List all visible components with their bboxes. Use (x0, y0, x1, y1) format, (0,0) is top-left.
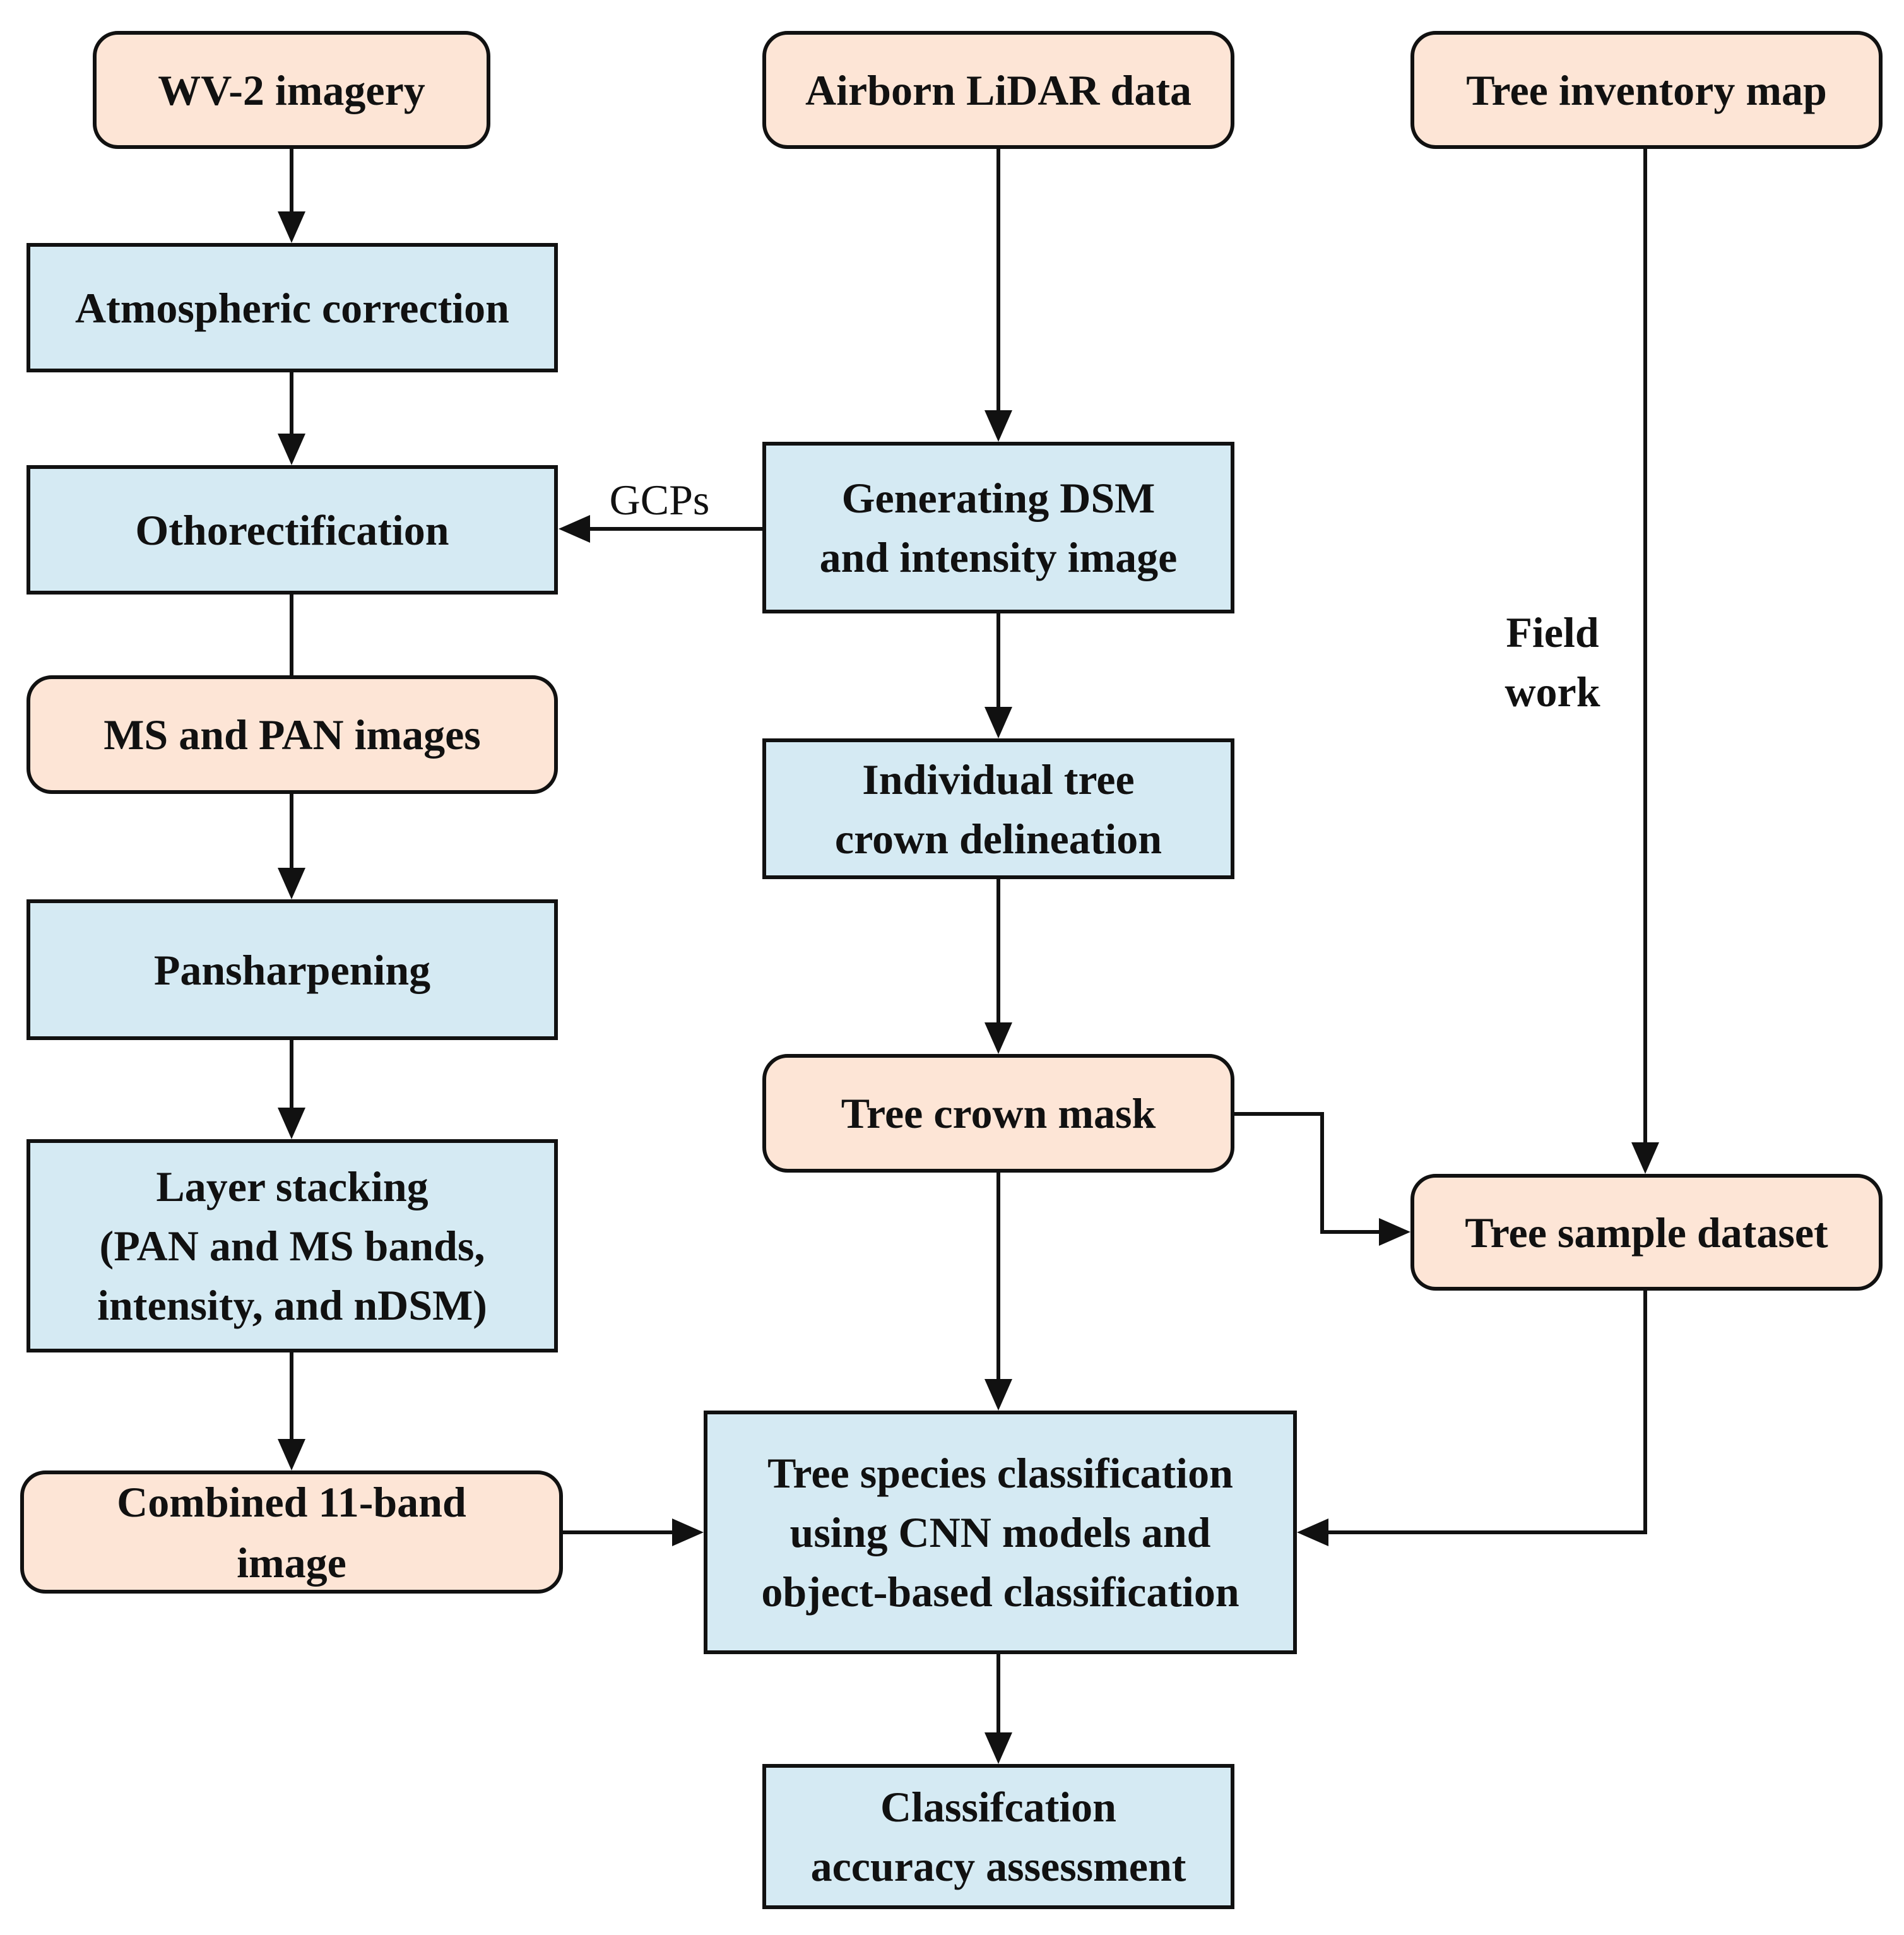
tree-inventory-box: Tree inventory map (1410, 31, 1883, 149)
layer-stacking-box: Layer stacking (PAN and MS bands, intens… (27, 1139, 558, 1352)
pansharpening-box: Pansharpening (27, 899, 558, 1040)
species-classification-box: Tree species classification using CNN mo… (704, 1411, 1297, 1654)
arrowhead (985, 1022, 1012, 1054)
arrowhead (1379, 1218, 1410, 1246)
tree-crown-mask-box: Tree crown mask (762, 1054, 1234, 1173)
arrowhead (985, 1379, 1012, 1411)
individual-tree-crown-box: Individual tree crown delineation (762, 738, 1234, 879)
arrowhead (985, 707, 1012, 738)
arrowhead (1631, 1142, 1659, 1174)
arrowhead (278, 1439, 305, 1470)
ms-pan-images-box: MS and PAN images (27, 675, 558, 794)
field-work-label: Field work (1505, 608, 1600, 716)
arrowhead (278, 434, 305, 465)
arrowhead (985, 410, 1012, 442)
wv2-imagery-box: WV-2 imagery (93, 31, 490, 149)
tree-sample-dataset-box: Tree sample dataset (1410, 1174, 1883, 1291)
combined-image-box: Combined 11-band image (20, 1470, 563, 1594)
orthorectification-box: Othorectification (27, 465, 558, 595)
generating-dsm-box: Generating DSM and intensity image (762, 442, 1234, 613)
arrow-mask-to-sample-dataset (1234, 1112, 1388, 1234)
arrowhead (985, 1732, 1012, 1764)
arrowhead (672, 1518, 704, 1546)
accuracy-assessment-box: Classifcation accuracy assessment (762, 1764, 1234, 1909)
atmospheric-correction-box: Atmospheric correction (27, 243, 558, 372)
gcps-label: GCPs (609, 476, 710, 524)
arrow-sample-dataset-to-classification (1319, 1291, 1647, 1534)
arrowhead (1297, 1518, 1328, 1546)
arrowhead (278, 1108, 305, 1139)
arrowhead (278, 868, 305, 899)
arrowhead (559, 515, 590, 543)
arrowhead (278, 211, 305, 243)
airborne-lidar-box: Airborn LiDAR data (762, 31, 1234, 149)
